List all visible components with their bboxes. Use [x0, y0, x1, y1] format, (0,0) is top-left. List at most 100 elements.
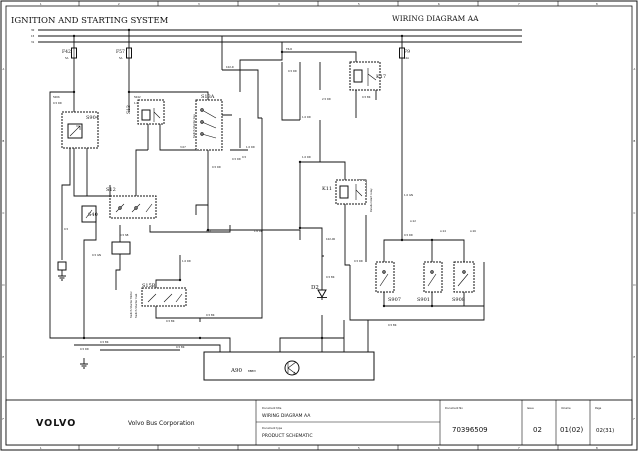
switch-starter-motor-text: Switch Starter Motor	[129, 290, 133, 318]
key-switch-s13a: S13A Switch Starter Key	[192, 94, 223, 151]
svg-text:0.5 RD: 0.5 RD	[232, 157, 241, 161]
svg-text:1.0 GN: 1.0 GN	[404, 193, 413, 197]
svg-text:0.5 RD: 0.5 RD	[404, 233, 413, 237]
fuse-f42: F42 5A	[62, 34, 77, 92]
svg-text:1.0 RD: 1.0 RD	[302, 115, 311, 119]
switch-starter-key-text: Switch Starter Key	[192, 114, 196, 138]
svg-text:0.5 RD: 0.5 RD	[80, 347, 89, 351]
svg-text:A:14: A:14	[440, 229, 446, 233]
switch-s904: S904	[61, 111, 99, 149]
svg-text:1.0 RD: 1.0 RD	[182, 259, 191, 263]
svg-text:5006: 5006	[53, 95, 60, 99]
svg-text:0.5: 0.5	[64, 227, 68, 231]
svg-text:0.5 RD: 0.5 RD	[212, 165, 221, 169]
row-letter: D	[634, 283, 636, 287]
col-number: 7	[518, 2, 520, 6]
k11-label: K11	[322, 186, 332, 192]
doc-title-value: WIRING DIAGRAM AA	[262, 413, 311, 419]
volvo-logo: VOLVO	[36, 418, 76, 429]
page-label: Page	[595, 406, 602, 410]
switch-s40: S40	[81, 205, 98, 223]
col-number: 3	[198, 2, 200, 6]
row-letter: E	[634, 355, 636, 359]
column-numbers-bottom: 1 2 3 4 5 6 7 8	[40, 446, 598, 450]
fuse-f57: F57 5A	[116, 28, 132, 92]
svg-text:0.5 BK: 0.5 BK	[206, 313, 215, 317]
bus-31-label: 31	[31, 40, 35, 44]
col-number: 2	[118, 446, 120, 450]
fuse-f9-rating: 10A	[404, 56, 409, 60]
s12-label: S12	[106, 187, 116, 193]
svg-text:102-00: 102-00	[326, 237, 336, 241]
row-letter: A	[3, 67, 5, 71]
k17-label: K17	[376, 74, 386, 80]
s13a-label: S13A	[201, 94, 215, 100]
d2-label: D2	[311, 285, 319, 291]
svg-text:TR-R: TR-R	[286, 47, 292, 51]
col-number: 2	[118, 2, 120, 6]
ground-symbols	[58, 270, 88, 369]
aux-box-lower	[57, 241, 131, 271]
svg-text:3.07: 3.07	[180, 145, 186, 149]
svg-text:0.5 RD: 0.5 RD	[354, 259, 363, 263]
switch-s901: S901	[417, 261, 443, 303]
row-letter: B	[634, 139, 636, 143]
svg-text:A:16: A:16	[470, 229, 476, 233]
svg-text:0.5 GN: 0.5 GN	[92, 253, 101, 257]
wire-tags: 5006 0.5 RD 5042 1.0 RD 102-R TR-R 1.0 RD 2.…	[53, 47, 476, 351]
col-number: 6	[438, 2, 440, 6]
svg-text:0.5: 0.5	[242, 155, 246, 159]
col-number: 6	[438, 446, 440, 450]
company-name: Volvo Bus Corporation	[128, 420, 195, 427]
svg-text:0.5 BK: 0.5 BK	[326, 275, 335, 279]
doc-type-label: Document type	[262, 426, 282, 430]
svg-text:0.5 RD: 0.5 RD	[288, 69, 297, 73]
switch-s908: S908	[452, 261, 475, 303]
row-letter: D	[3, 283, 5, 287]
col-number: 1	[40, 446, 42, 450]
diagram-subtitle: WIRING DIAGRAM AA	[392, 14, 479, 23]
svg-text:5042: 5042	[134, 95, 141, 99]
svg-text:1.0 RD: 1.0 RD	[254, 229, 263, 233]
control-unit-a90: A90 BBBM	[203, 351, 375, 381]
svg-text:2.5 RD: 2.5 RD	[322, 97, 331, 101]
svg-text:0.5 BK: 0.5 BK	[388, 323, 397, 327]
row-letter: C	[3, 211, 5, 215]
row-letter: E	[3, 355, 5, 359]
svg-text:1.0 RD: 1.0 RD	[246, 145, 255, 149]
page-value: 02(31)	[596, 428, 614, 434]
switch-s15b: S15B Switch Starter Cab Switch Starter M…	[129, 283, 187, 318]
bus-30-label: 30	[31, 28, 35, 32]
svg-text:0.5 BK: 0.5 BK	[100, 340, 109, 344]
supply-bus: 30 15 31	[31, 28, 522, 44]
s908-label: S908	[452, 297, 465, 303]
col-number: 1	[40, 2, 42, 6]
diode-d2: D2	[311, 285, 327, 299]
svg-text:0.5 BK: 0.5 BK	[362, 95, 371, 99]
fuse-f9: F9 10A	[399, 34, 410, 180]
doc-title-label: Document title	[262, 406, 282, 410]
parallel-start-relay-text: Parallel start relay	[369, 188, 373, 212]
doc-type-value: PRODUCT SCHEMATIC	[262, 433, 313, 439]
column-ticks	[78, 1, 559, 450]
svg-text:102-R: 102-R	[226, 65, 234, 69]
relay-k17: K17	[349, 61, 386, 91]
fuse-f42-id: F42	[62, 49, 71, 55]
col-number: 3	[198, 446, 200, 450]
row-letter: A	[634, 67, 636, 71]
svg-text:0.5 RD: 0.5 RD	[53, 101, 62, 105]
s907-label: S907	[388, 297, 401, 303]
switch-s12: S12	[106, 187, 157, 219]
col-number: 4	[278, 446, 280, 450]
doc-no-label: Document No	[445, 406, 463, 410]
switch-s907: S907	[375, 261, 401, 303]
s15b-label: S15B	[142, 283, 156, 289]
wires	[49, 36, 485, 352]
volume-value: 01(02)	[560, 426, 584, 434]
s40-label: S40	[88, 212, 98, 218]
row-letter: B	[3, 139, 5, 143]
s13-label: S13	[126, 105, 132, 114]
fuse-f42-rating: 5A	[65, 56, 69, 60]
bus-15-label: 15	[31, 34, 35, 38]
col-number: 8	[596, 2, 598, 6]
